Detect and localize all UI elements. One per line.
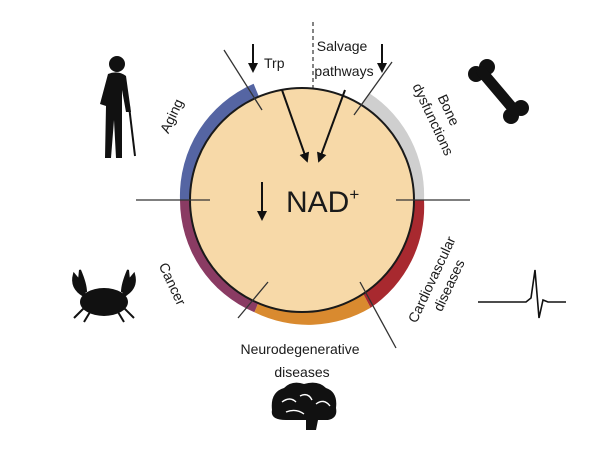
bone-icon [468, 59, 529, 124]
cancer-label: Cancer [156, 260, 190, 308]
brain-icon [271, 382, 337, 430]
elderly-person-with-cane-icon [100, 56, 136, 158]
nad-label: NAD+ [286, 185, 359, 219]
neuro-label: Neurodegenerative diseases [241, 341, 364, 380]
crab-icon [72, 269, 136, 323]
ecg-trace-icon [478, 269, 566, 319]
bone-label: Bone dysfunctions [410, 73, 474, 158]
trp-label: Trp [264, 55, 285, 71]
arrows [248, 44, 387, 221]
salvage-to-nad-arrow [317, 89, 346, 163]
divider-lines [136, 49, 470, 349]
trp-to-nad-arrow [281, 89, 310, 163]
salvage-label: Salvage pathways [314, 38, 373, 79]
aging-label: Aging [157, 96, 187, 135]
